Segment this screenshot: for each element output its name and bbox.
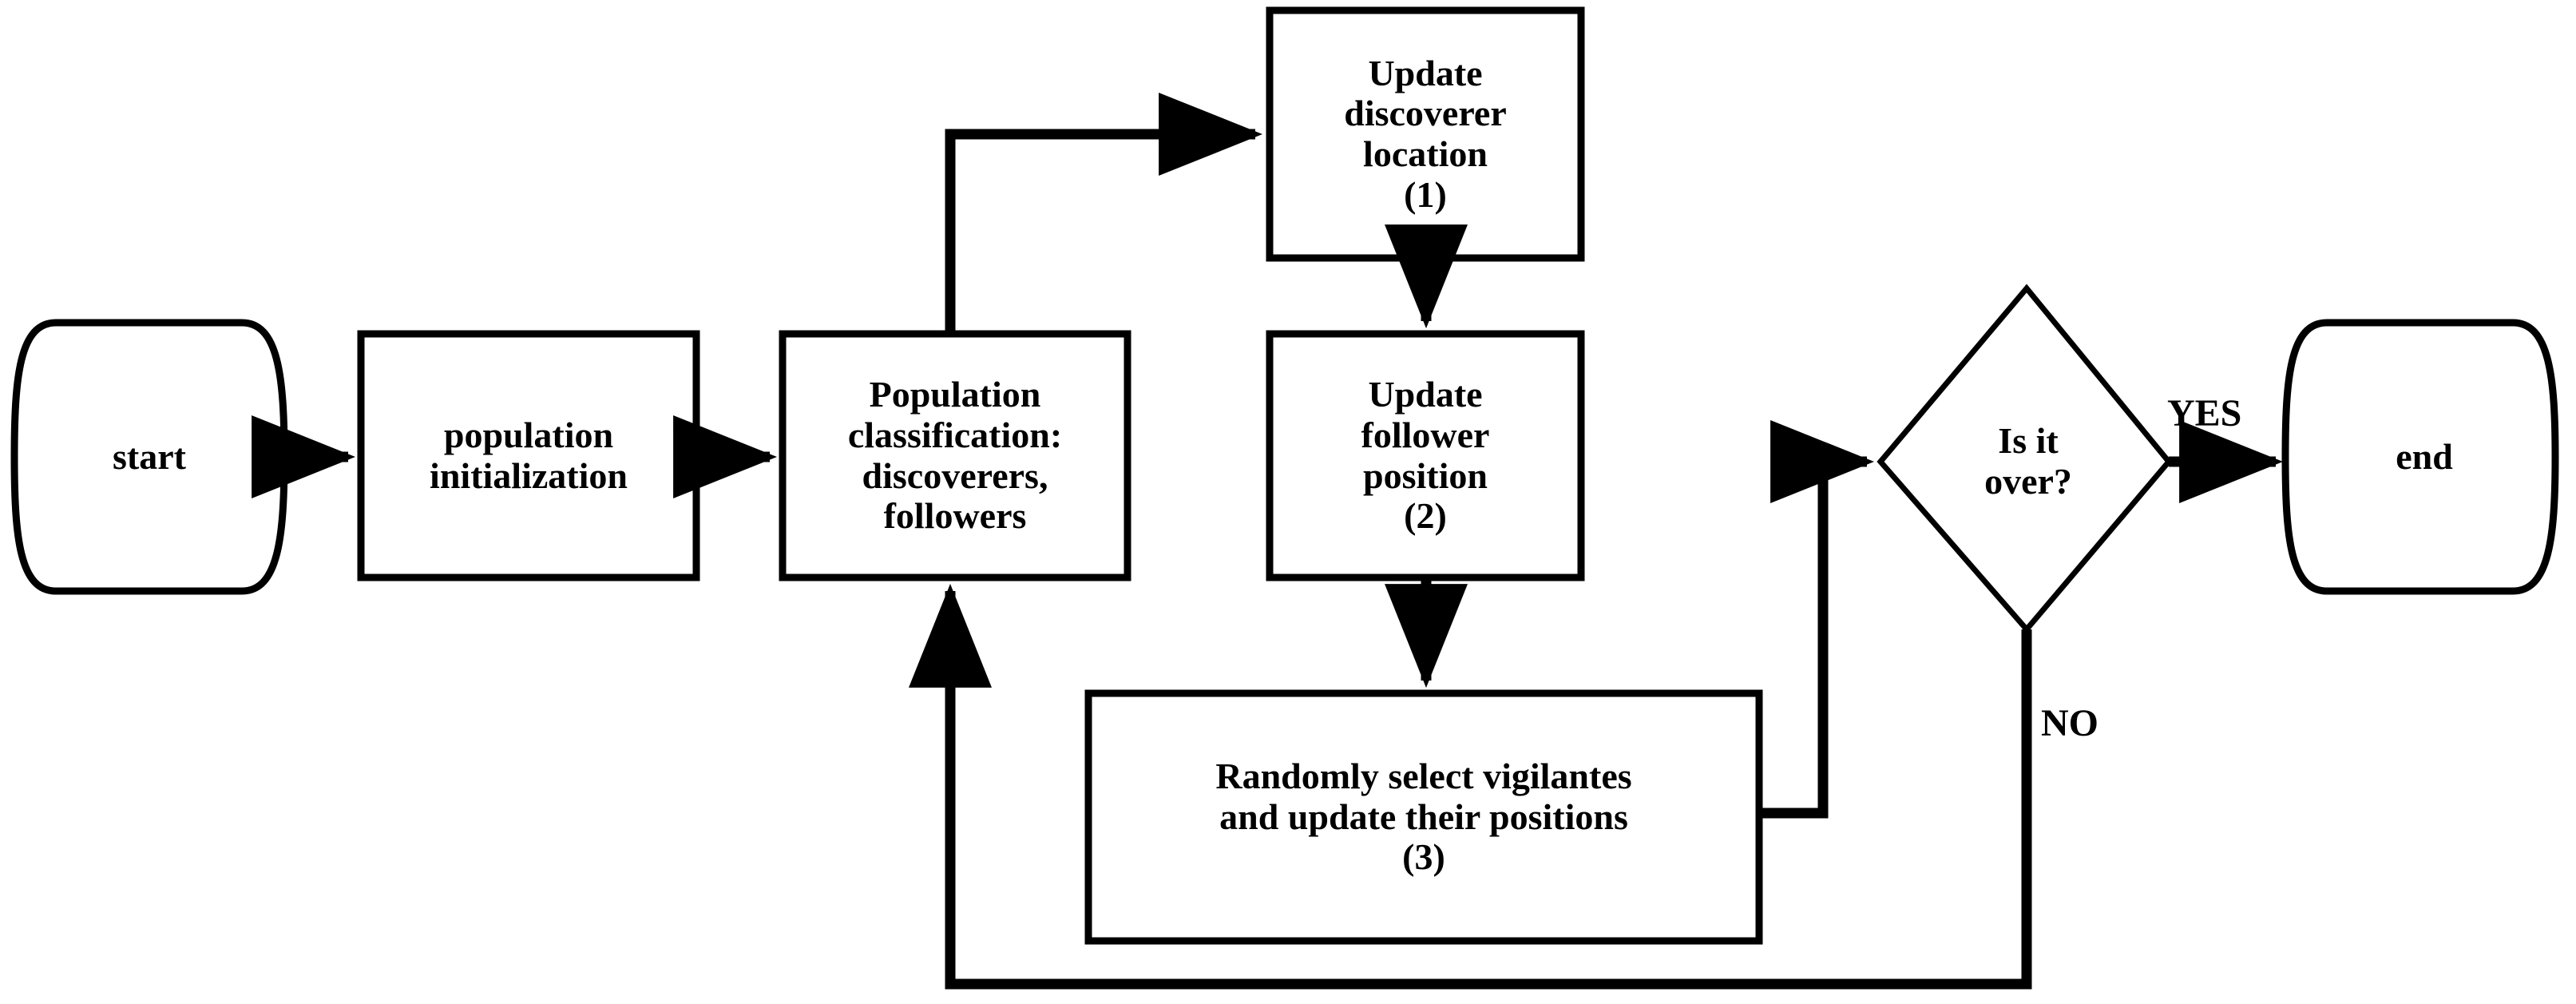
node-randomly-select-vigilantes-shape [1084,689,1763,945]
edge-label-yes: YES [2167,392,2242,435]
edge-label-no: NO [2041,702,2098,744]
node-start-shape [10,319,288,595]
edge-decision-no-to-classification [909,583,2032,990]
node-update-follower-position-shape [1266,330,1585,581]
node-population-initialization-shape [357,330,700,581]
node-update-discoverer-location-shape [1266,6,1585,262]
node-is-it-over-shape [1877,284,2173,634]
node-population-classification-shape [779,330,1131,581]
node-end-shape [2281,319,2559,595]
edge-classification-to-discoverer [945,93,1263,334]
edge-vigilantes-to-decision [1759,420,1875,819]
